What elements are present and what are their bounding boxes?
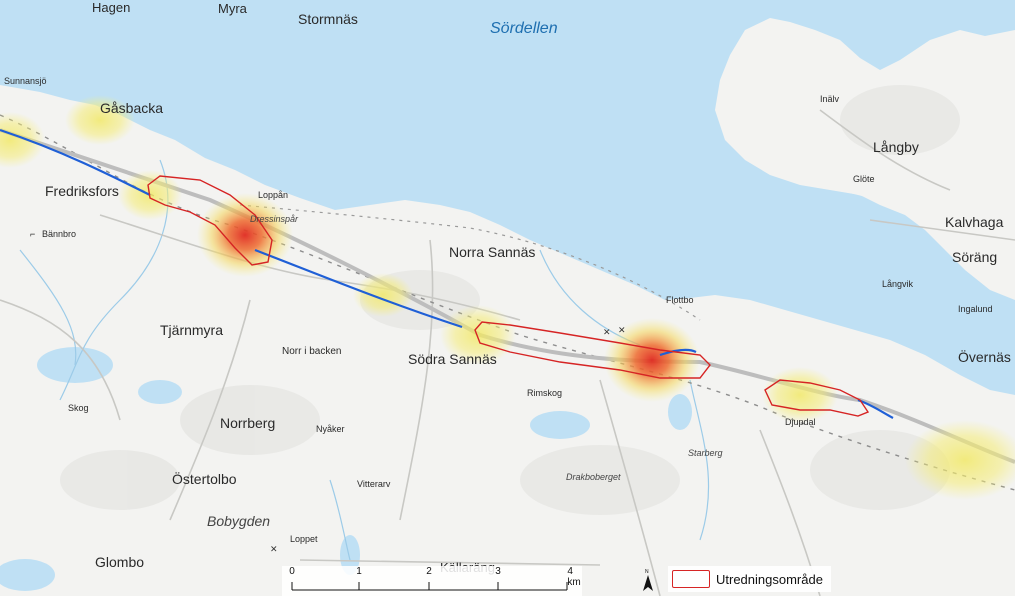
label-norr-i-backen: Norr i backen (282, 346, 341, 357)
label-norrberg: Norrberg (220, 415, 275, 431)
scale-tick-label: 3 (495, 566, 501, 577)
lake-small-4 (668, 394, 692, 430)
label-overnas: Övernäs (958, 348, 1011, 365)
east-shore-land (725, 25, 1015, 290)
label-norra-sannas: Norra Sannäs (449, 244, 535, 260)
legend-swatch-study-area (672, 570, 710, 588)
label-bobygden: Bobygden (207, 513, 270, 529)
label-starberg: Starberg (688, 448, 723, 458)
label-sordellen: Sördellen (490, 20, 558, 37)
scale-tick-label: 2 (426, 566, 432, 577)
terrain-shading (60, 85, 960, 515)
svg-text:⌐: ⌐ (30, 229, 35, 239)
label-nyaker: Nyåker (316, 424, 345, 434)
label-langvik: Långvik (882, 279, 914, 289)
svg-text:✕: ✕ (270, 544, 278, 554)
label-langby: Långby (873, 139, 919, 155)
label-loppet: Loppet (290, 534, 318, 544)
label-tjarnmyra: Tjärnmyra (160, 322, 223, 338)
study-area-outlines (147, 175, 870, 417)
label-loppan: Loppån (258, 190, 288, 200)
label-gasbacka: Gåsbacka (100, 100, 163, 116)
svg-text:✕: ✕ (603, 327, 611, 337)
label-ingalund: Ingalund (958, 304, 993, 314)
label-rimskog: Rimskog (527, 388, 562, 398)
label-sodra-sannas: Södra Sannäs (408, 351, 497, 367)
svg-text:✕: ✕ (618, 325, 626, 335)
label-bannbro: Bännbro (42, 229, 76, 239)
heatmap (0, 95, 1015, 500)
scale-tick-label: 4 km (567, 566, 581, 588)
label-flottbo: Flottbo (666, 295, 694, 305)
scale-tick-label: 1 (356, 566, 362, 577)
label-djupdal: Djupdal (785, 417, 816, 427)
label-stormnas: Stormnäs (298, 11, 358, 27)
label-hagen: Hagen (92, 0, 130, 15)
label-dressinspar: Dressinspår (250, 214, 299, 224)
svg-text:N: N (645, 569, 649, 575)
label-drakboberget: Drakboberget (566, 472, 621, 482)
lake-small-2 (138, 380, 182, 404)
label-myra: Myra (218, 1, 248, 16)
north-arrow-icon: N (643, 569, 653, 591)
label-inalv: Inälv (820, 94, 840, 104)
lake-sordellen (0, 0, 1015, 395)
scale-tick-label: 0 (289, 566, 295, 577)
legend-label: Utredningsområde (716, 571, 823, 587)
label-glombo: Glombo (95, 554, 144, 570)
map-symbols: ✕ ✕ ✕ ⌐ (30, 229, 626, 554)
label-skog: Skog (68, 403, 89, 413)
lake-small-6 (0, 559, 55, 591)
place-labels: Hagen Myra Stormnäs Sördellen Sunnansjö … (4, 0, 1011, 575)
label-glote: Glöte (853, 174, 875, 184)
legend: Utredningsområde (668, 566, 831, 592)
railway-line-north (239, 204, 701, 321)
label-ostertolbo: Östertolbo (172, 470, 237, 487)
scale-background (282, 566, 582, 596)
label-sorang: Söräng (952, 249, 997, 265)
lake-small-3 (530, 411, 590, 439)
label-kalvhaga: Kalvhaga (945, 214, 1004, 230)
label-fredriksfors: Fredriksfors (45, 183, 119, 199)
lake-small-5 (340, 535, 360, 575)
label-sunnansjo: Sunnansjö (4, 76, 47, 86)
label-vitterarv: Vitterarv (357, 479, 391, 489)
scale-bar: 0 1 2 3 4 km (282, 566, 582, 596)
scale-ruler (291, 582, 568, 591)
